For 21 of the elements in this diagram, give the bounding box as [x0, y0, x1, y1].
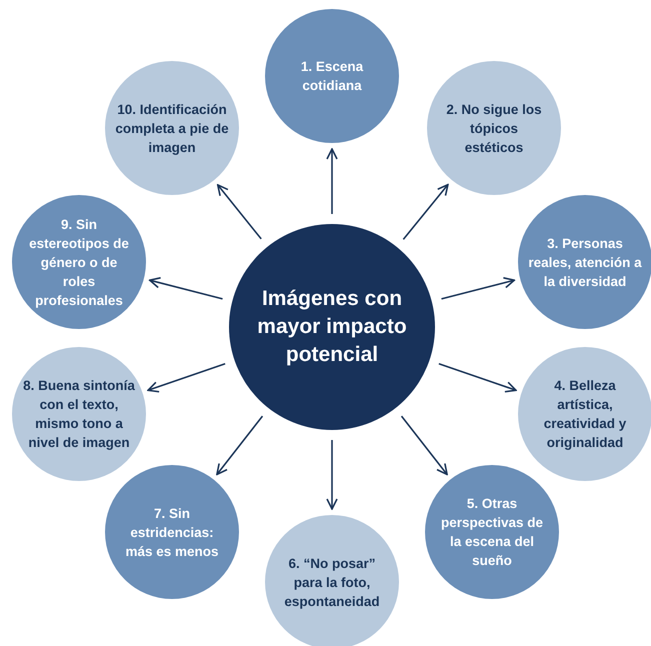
topic-text: 4. Belleza artística, creatividad y originalidad [542, 377, 628, 452]
topic-text: 3. Personas reales, atención a la diversidad [527, 234, 643, 290]
arrow [441, 277, 516, 300]
topic-text: 1. Escena cotidiana [300, 58, 364, 95]
topic-text: 9. Sin estereotipos de género o de roles profesionales [28, 216, 130, 310]
arrow [400, 416, 448, 476]
topic-text: 7. Sin estridencias: más es menos [124, 504, 220, 560]
arrow [147, 362, 226, 393]
central-title: Imágenes con mayor impacto potencial [257, 286, 407, 368]
topic-text: 5. Otras perspectivas de la escena del sueño [440, 495, 544, 570]
arrow [216, 184, 262, 240]
topic-text: 8. Buena sintonía con el texto, mismo tono a nivel de imagen [22, 377, 136, 452]
arrow [216, 416, 264, 476]
arrow [402, 184, 449, 240]
arrow [438, 362, 517, 393]
topic-text: 2. No sigue los tópicos estéticos [445, 100, 543, 156]
arrow [326, 148, 338, 214]
topic-text: 6. “No posar” para la foto, espontaneidad [283, 554, 381, 610]
topic-text: 10. Identificación completa a pie de imagen [114, 100, 230, 156]
arrow [148, 277, 223, 300]
arrow [326, 440, 338, 510]
